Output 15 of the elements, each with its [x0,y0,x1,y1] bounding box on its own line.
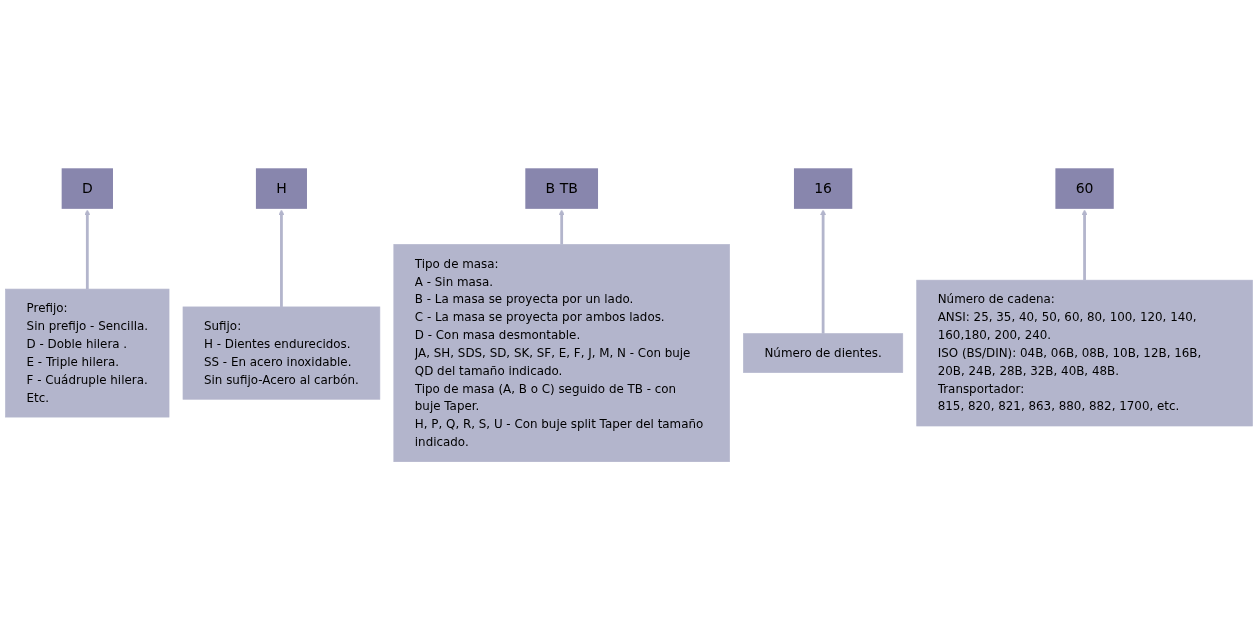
arrow [1081,209,1088,281]
node-box: D [60,166,115,211]
arrow [84,209,91,289]
node-box: 16 [792,166,854,211]
node-box: H [254,166,309,211]
node-box: 60 [1054,166,1116,211]
node-box: Tipo de masa: A - Sin masa. B - La masa se proyecta por un lado. C - La masa se proyecta por ambos lados. D - Con masa desmontable. JA, SH, SDS, SD, SK, SF, E, F, J, M, N - Con buje QD del tamaño indicado. Tipo de masa (A, B o C) seguido de TB - con buje Taper. H, P, Q, R, S, U - Con buje split Taper del tamaño indicado. [393,244,730,462]
node-box: Sufijo: H - Dientes endurecidos. SS - En acero inoxidable. Sin sufijo-Acero al carbón. [182,306,381,400]
node-box: Número de cadena: ANSI: 25, 35, 40, 50, 60, 80, 100, 120, 140, 160,180, 200, 240. ISO (BS/DIN): 04B, 06B, 08B, 10B, 12B, 16B, 20B, 24B, 28B, 32B, 40B, 48B. Transportador: 815, 820, 821, 863, 880, 882, 1700, etc. [916,279,1253,427]
arrow [278,209,285,307]
node-box: Número de dientes. [743,333,904,373]
arrow [558,209,565,245]
node-box: B TB [523,166,600,211]
node-box: Prefijo: Sin prefijo - Sencilla. D - Doble hilera . E - Triple hilera. F - Cuádruple hilera. Etc. [5,288,170,418]
arrow [820,209,827,334]
